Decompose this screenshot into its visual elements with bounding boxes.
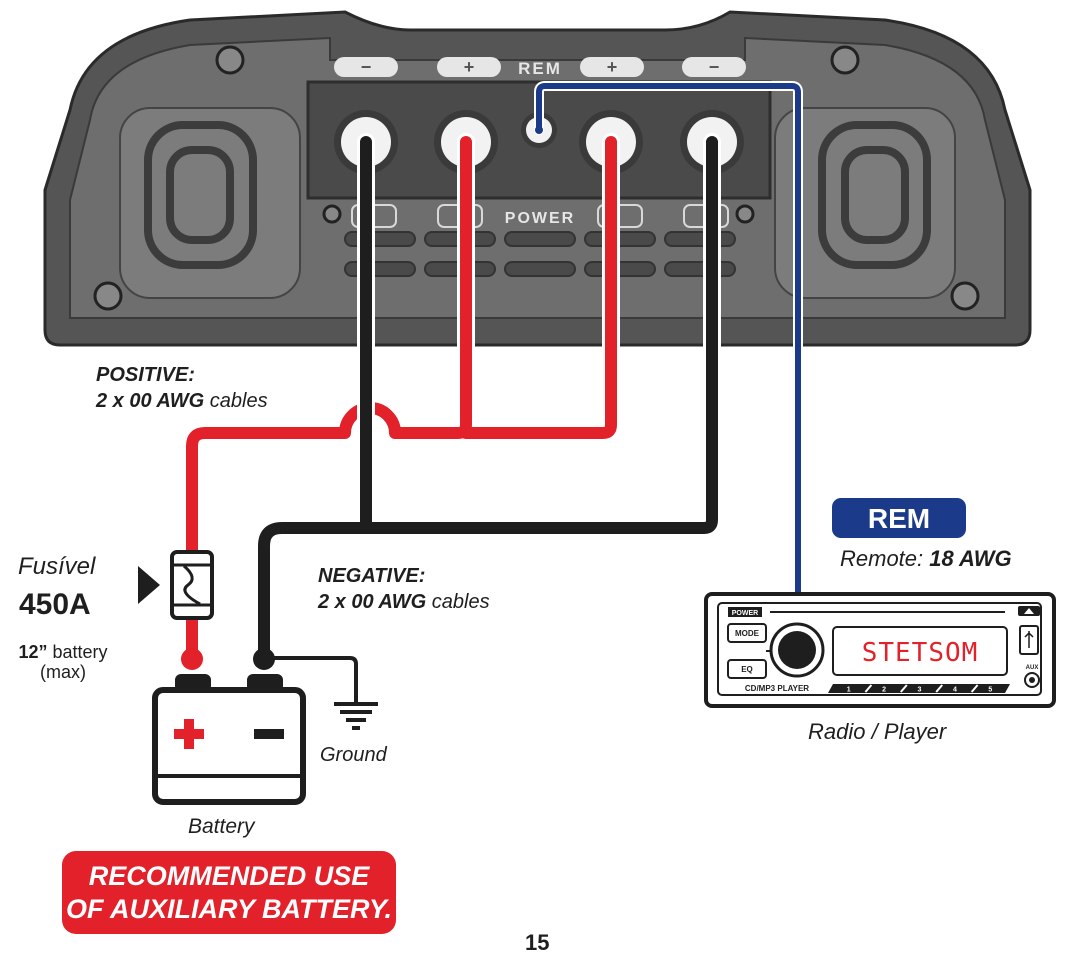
radio-preset-divider [864,684,873,693]
remote-cable-size: 18 AWG [929,546,1012,571]
positive-cable-suffix: cables [204,390,268,412]
negative-title: NEGATIVE: [318,565,426,587]
wires [183,81,803,704]
page-number: 15 [525,930,550,955]
radio-presets: 1 2 3 4 5 [828,684,1010,694]
positive-cable-label: POSITIVE: 2 x 00 AWG cables [96,362,268,414]
battery-icon [152,674,306,805]
fuse-note: 12” battery (max) [8,642,118,682]
recommendation-line-2: OF AUXILIARY BATTERY. [65,894,393,924]
radio-label: Radio / Player [808,719,947,744]
negative-cable-size: 2 x 00 AWG [318,591,427,613]
radio-preset-5: 5 [988,687,992,694]
amplifier: − + + − REM POWER [43,10,1032,347]
fuse-rating: 450A [19,588,91,621]
svg-text:−: − [709,57,720,77]
radio-aux-label: AUX [1026,665,1039,671]
radio-player: POWER MODE EQ STETSOM AUX CD/MP3 PLAYER … [704,592,1056,708]
fuse-note-size: 12” [18,642,48,662]
left-pad-icon [144,121,257,269]
radio-display-text: STETSOM [862,638,979,668]
eject-icon [1024,608,1034,614]
radio-preset-divider [935,684,943,693]
svg-text:+: + [607,57,618,77]
ground-wire [262,656,358,704]
radio-preset-divider [900,684,908,693]
radio-preset-divider [970,684,979,693]
fuse-note-max: (max) [40,662,86,682]
svg-text:−: − [361,57,372,77]
rem-badge: REM [832,498,966,538]
arrow-right-icon [138,566,160,604]
remote-cable-label: Remote: 18 AWG [840,546,1012,572]
radio-model-label: CD/MP3 PLAYER [745,684,809,693]
radio-mode-button: MODE [735,629,760,638]
top-terminal-signs: − + + − REM [334,57,746,78]
fuse-label: Fusível [18,553,96,580]
ground-label: Ground [320,744,387,766]
recommendation-badge: RECOMMENDED USE OF AUXILIARY BATTERY. [62,851,396,934]
negative-cable-suffix: cables [426,591,490,613]
radio-preset-1: 1 [847,687,851,694]
negative-wire-2 [258,136,718,664]
remote-wire [536,83,801,596]
negative-cable-label: NEGATIVE: 2 x 00 AWG cables [318,563,490,615]
radio-eq-button: EQ [741,665,753,674]
positive-cable-size: 2 x 00 AWG [96,390,205,412]
recommendation-line-1: RECOMMENDED USE [88,861,370,891]
radio-preset-2: 2 [882,687,886,694]
fuse-icon [170,550,214,620]
svg-text:+: + [464,57,475,77]
radio-preset-3: 3 [918,687,922,694]
ground-icon [334,702,378,730]
radio-power-button: POWER [732,610,758,617]
remote-prefix: Remote: [840,546,930,571]
battery-label: Battery [188,815,255,838]
positive-title: POSITIVE: [96,364,195,386]
fuse-note-rest: battery [47,642,108,662]
usb-icon [1019,625,1039,655]
power-terminal-label: POWER [505,210,575,227]
positive-wire-2 [460,136,617,439]
right-pad-icon [818,121,931,269]
screw-icon [93,45,980,311]
rem-terminal-label: REM [518,59,562,78]
radio-preset-4: 4 [953,687,957,694]
